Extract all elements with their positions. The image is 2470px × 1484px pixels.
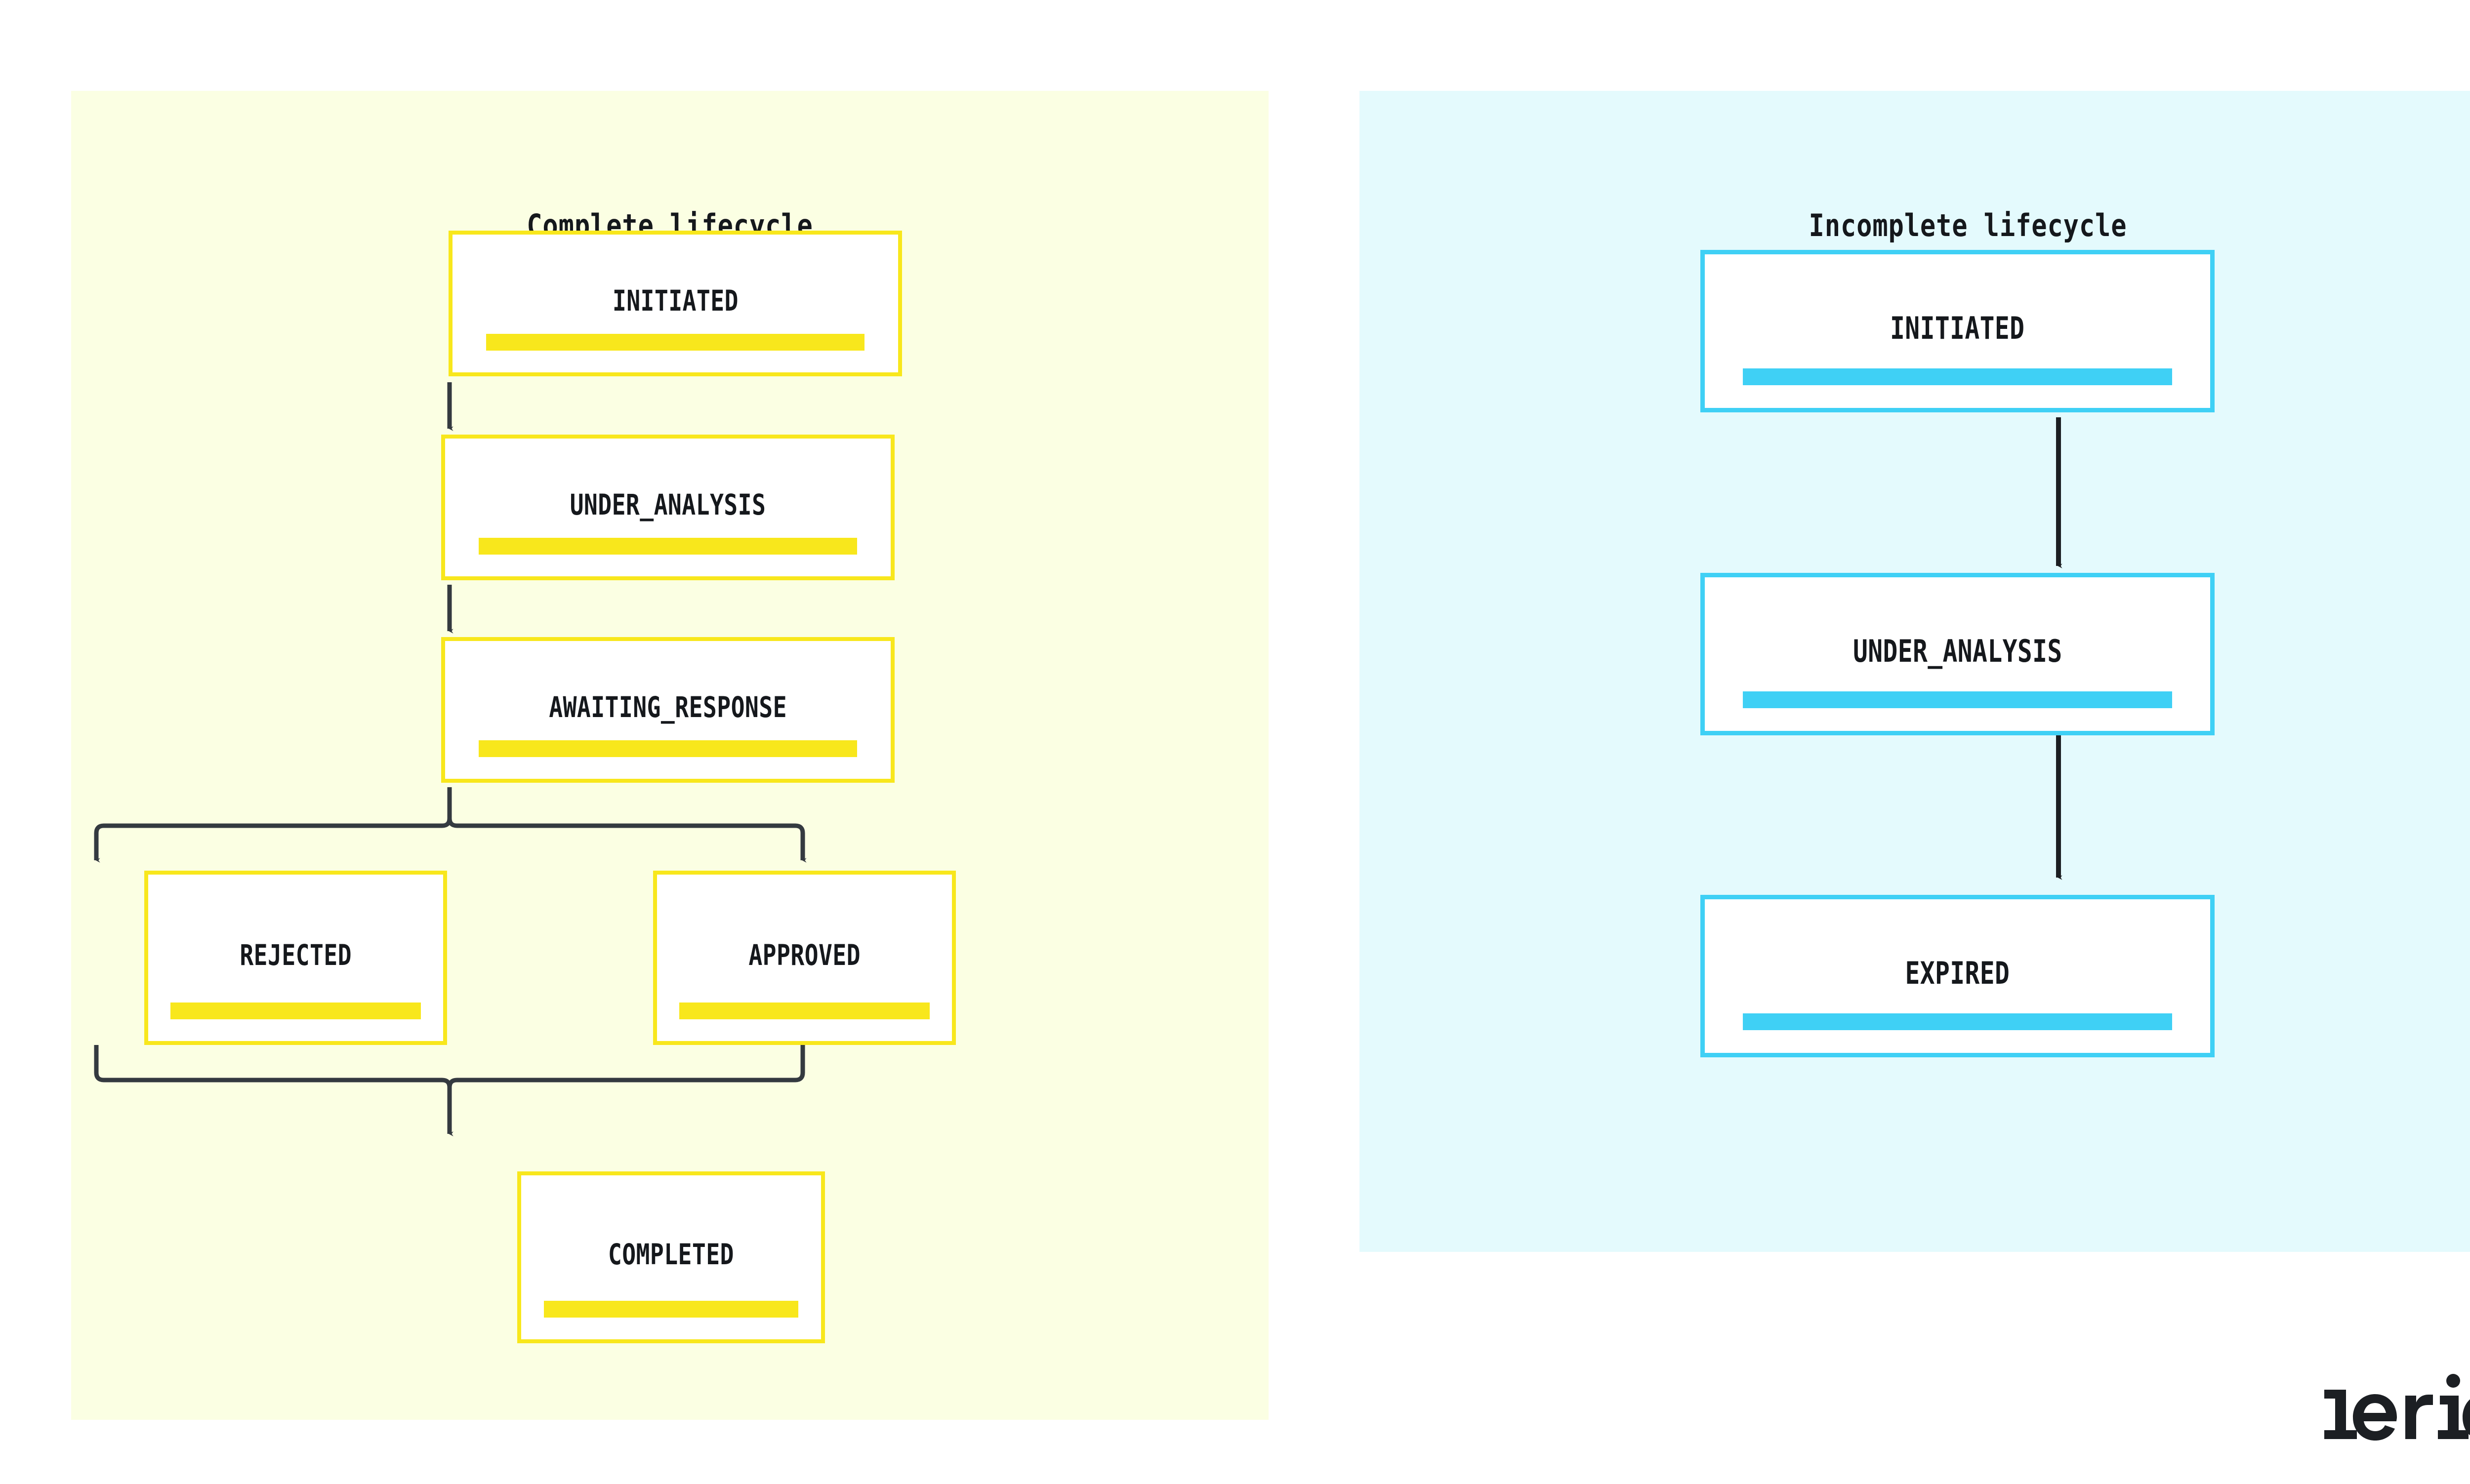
- lerian-wordmark-icon: [2324, 1374, 2470, 1441]
- node-initiated-incomplete-accent-bar: [1742, 368, 2173, 385]
- node-expired-incomplete[interactable]: EXPIRED: [1700, 895, 2215, 1057]
- panel-incomplete-lifecycle: Incomplete lifecycle (if deadlines are e…: [1359, 91, 2470, 1252]
- node-under-analysis-incomplete-label: UNDER_ANALYSIS: [1852, 633, 2062, 669]
- node-approved-label: APPROVED: [748, 938, 861, 972]
- node-under-analysis[interactable]: UNDER_ANALYSIS: [441, 435, 895, 580]
- node-initiated[interactable]: INITIATED: [449, 231, 902, 376]
- edge-awaiting-to-rejected: [94, 787, 452, 863]
- node-under-analysis-incomplete[interactable]: UNDER_ANALYSIS: [1700, 573, 2215, 735]
- node-initiated-accent-bar: [486, 334, 865, 351]
- node-initiated-label: INITIATED: [612, 283, 739, 318]
- node-rejected[interactable]: REJECTED: [144, 871, 447, 1045]
- edge-approved-to-completed: [447, 1045, 805, 1136]
- node-initiated-incomplete-label: INITIATED: [1890, 310, 2025, 346]
- node-awaiting-response-label: AWAITING_RESPONSE: [549, 690, 787, 724]
- node-awaiting-response-accent-bar: [478, 740, 858, 757]
- node-initiated-incomplete[interactable]: INITIATED: [1700, 250, 2215, 412]
- node-rejected-label: REJECTED: [240, 938, 352, 972]
- node-rejected-accent-bar: [170, 1003, 421, 1019]
- node-awaiting-response[interactable]: AWAITING_RESPONSE: [441, 637, 895, 783]
- node-approved-accent-bar: [679, 1003, 930, 1019]
- node-under-analysis-accent-bar: [478, 538, 858, 555]
- node-completed-accent-bar: [543, 1301, 799, 1318]
- edge-awaiting-to-approved: [447, 787, 807, 863]
- node-under-analysis-label: UNDER_ANALYSIS: [570, 487, 766, 521]
- node-completed-label: COMPLETED: [608, 1238, 735, 1271]
- node-under-analysis-incomplete-accent-bar: [1742, 691, 2173, 708]
- edge-rejected-to-completed: [94, 1045, 453, 1136]
- node-completed[interactable]: COMPLETED: [517, 1171, 825, 1343]
- node-approved[interactable]: APPROVED: [653, 871, 956, 1045]
- panel-complete-lifecycle: Complete lifecycle INITIATED UNDER_ANALY…: [71, 91, 1269, 1420]
- node-expired-incomplete-accent-bar: [1742, 1013, 2173, 1030]
- node-expired-incomplete-label: EXPIRED: [1905, 955, 2010, 991]
- lerian-logo: [2320, 1372, 2470, 1446]
- panel-title-incomplete: Incomplete lifecycle: [1809, 207, 2127, 243]
